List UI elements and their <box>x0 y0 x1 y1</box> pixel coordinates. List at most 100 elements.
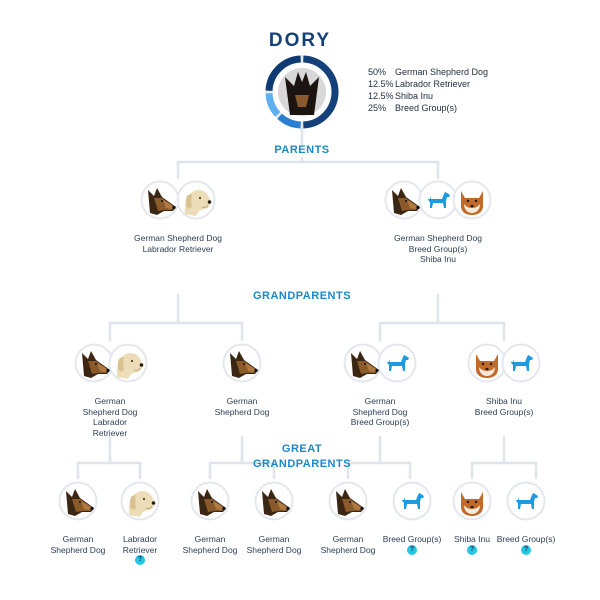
grandparent-node[interactable] <box>74 343 148 383</box>
legend-breed: Shiba Inu <box>395 91 434 101</box>
label-line: German <box>364 396 396 406</box>
grandparent-node[interactable] <box>343 343 417 383</box>
grandparent-label: German Shepherd Dog Labrador Retriever <box>60 396 160 438</box>
label-line: Breed Group(s) <box>408 243 468 254</box>
label-line: Labrador <box>92 417 128 427</box>
label-line: Breed Group(s) <box>350 417 410 427</box>
legend-row: 25% Breed Group(s) <box>368 102 488 114</box>
label-line: Shiba Inu <box>454 534 490 544</box>
ring-segment <box>265 92 281 117</box>
great-grandparent-label: German Shepherd Dog <box>170 534 250 555</box>
great-grandparent-label: Shiba Inu <box>432 534 512 545</box>
grandparent-label: German Shepherd Dog Breed Group(s) <box>330 396 430 428</box>
great-grandparent-node[interactable] <box>506 481 546 521</box>
great-grandparent-node[interactable] <box>190 481 230 521</box>
label-line: German <box>62 534 94 544</box>
label-line: German <box>194 534 226 544</box>
great-grandparent-label: Breed Group(s) <box>486 534 566 545</box>
legend-percent: 50% <box>368 67 387 77</box>
lab-icon <box>108 343 148 383</box>
great-grandparent-label: German Shepherd Dog <box>38 534 118 555</box>
legend-percent: 12.5% <box>368 79 394 89</box>
label-line: Shepherd Dog <box>82 406 138 417</box>
label-line: Shepherd Dog <box>352 406 408 417</box>
great-grandparent-label: German Shepherd Dog <box>234 534 314 555</box>
great-grandparent-node[interactable] <box>58 481 98 521</box>
help-badge-icon[interactable]: ? <box>135 555 145 565</box>
parent-node[interactable] <box>384 180 492 220</box>
breed-group-icon <box>377 343 417 383</box>
label-line: Labrador Retriever <box>142 243 214 254</box>
section-great-line1: GREAT <box>281 443 323 455</box>
breed-group-icon <box>506 481 546 521</box>
legend-row: 12.5% Shiba Inu <box>368 90 488 102</box>
label-line: German Shepherd Dog <box>394 233 482 243</box>
great-grandparent-node[interactable] <box>452 481 492 521</box>
grandparent-node[interactable] <box>222 343 262 383</box>
label-line: Shepherd Dog <box>246 544 302 555</box>
ring-segment <box>303 55 339 129</box>
label-line: Shepherd Dog <box>182 544 238 555</box>
section-parents: PARENTS <box>274 144 330 156</box>
legend-breed: German Shepherd Dog <box>395 67 489 77</box>
gsd-icon <box>58 481 98 521</box>
grandparent-label: German Shepherd Dog <box>192 396 292 417</box>
label-line: German <box>226 396 258 406</box>
label-line: Shiba Inu <box>420 254 456 264</box>
label-line: Breed Group(s) <box>474 406 534 417</box>
gsd-icon <box>222 343 262 383</box>
great-grandparent-node[interactable] <box>254 481 294 521</box>
lab-icon <box>120 481 160 521</box>
breed-composition-legend: 50% German Shepherd Dog 12.5% Labrador R… <box>368 66 488 114</box>
breed-group-icon <box>501 343 541 383</box>
dog-portrait-muzzle <box>295 95 309 107</box>
great-grandparent-label: Labrador Retriever <box>100 534 180 555</box>
legend-row: 50% German Shepherd Dog <box>368 66 488 78</box>
label-line: German <box>94 396 126 406</box>
great-grandparent-node[interactable] <box>120 481 160 521</box>
label-line: Shiba Inu <box>486 396 522 406</box>
parent-label: German Shepherd Dog Labrador Retriever <box>108 233 248 254</box>
great-grandparent-label: German Shepherd Dog <box>308 534 388 555</box>
help-badge-icon[interactable]: ? <box>521 545 531 555</box>
label-line: Retriever <box>92 427 128 438</box>
grandparent-label: Shiba Inu Breed Group(s) <box>454 396 554 417</box>
ring-segment <box>277 113 302 129</box>
great-grandparent-label: Breed Group(s) <box>372 534 452 545</box>
breed-composition-ring <box>265 55 339 129</box>
gsd-icon <box>328 481 368 521</box>
parent-node[interactable] <box>140 180 216 220</box>
legend-breed: Labrador Retriever <box>395 79 471 89</box>
gsd-icon <box>254 481 294 521</box>
legend-percent: 12.5% <box>368 91 394 101</box>
grandparent-node[interactable] <box>467 343 541 383</box>
great-grandparent-node[interactable] <box>392 481 432 521</box>
label-line: Shepherd Dog <box>320 544 376 555</box>
label-line: German <box>332 534 364 544</box>
label-line: Labrador <box>122 534 158 544</box>
lab-icon <box>176 180 216 220</box>
label-line: Breed Group(s) <box>496 534 556 544</box>
ring-segment <box>265 55 302 92</box>
dog-portrait-icon <box>285 72 319 115</box>
section-grandparents: GRANDPARENTS <box>252 290 352 302</box>
shiba-icon <box>452 180 492 220</box>
legend-row: 12.5% Labrador Retriever <box>368 78 488 90</box>
legend-breed: Breed Group(s) <box>395 103 458 113</box>
label-line: German <box>258 534 290 544</box>
help-badge-icon[interactable]: ? <box>407 545 417 555</box>
breed-group-icon <box>392 481 432 521</box>
gsd-icon <box>190 481 230 521</box>
help-badge-icon[interactable]: ? <box>467 545 477 555</box>
legend-percent: 25% <box>368 103 387 113</box>
label-line: Shepherd Dog <box>214 406 270 417</box>
section-great-grandparents: GREAT GRANDPARENTS <box>230 442 374 472</box>
gsd-icon <box>140 180 180 220</box>
parent-label: German Shepherd Dog Breed Group(s) Shiba… <box>368 233 508 265</box>
section-great-line2: GRANDPARENTS <box>252 458 352 470</box>
great-grandparent-node[interactable] <box>328 481 368 521</box>
label-line: Retriever <box>122 544 158 555</box>
label-line: German Shepherd Dog <box>134 233 222 243</box>
